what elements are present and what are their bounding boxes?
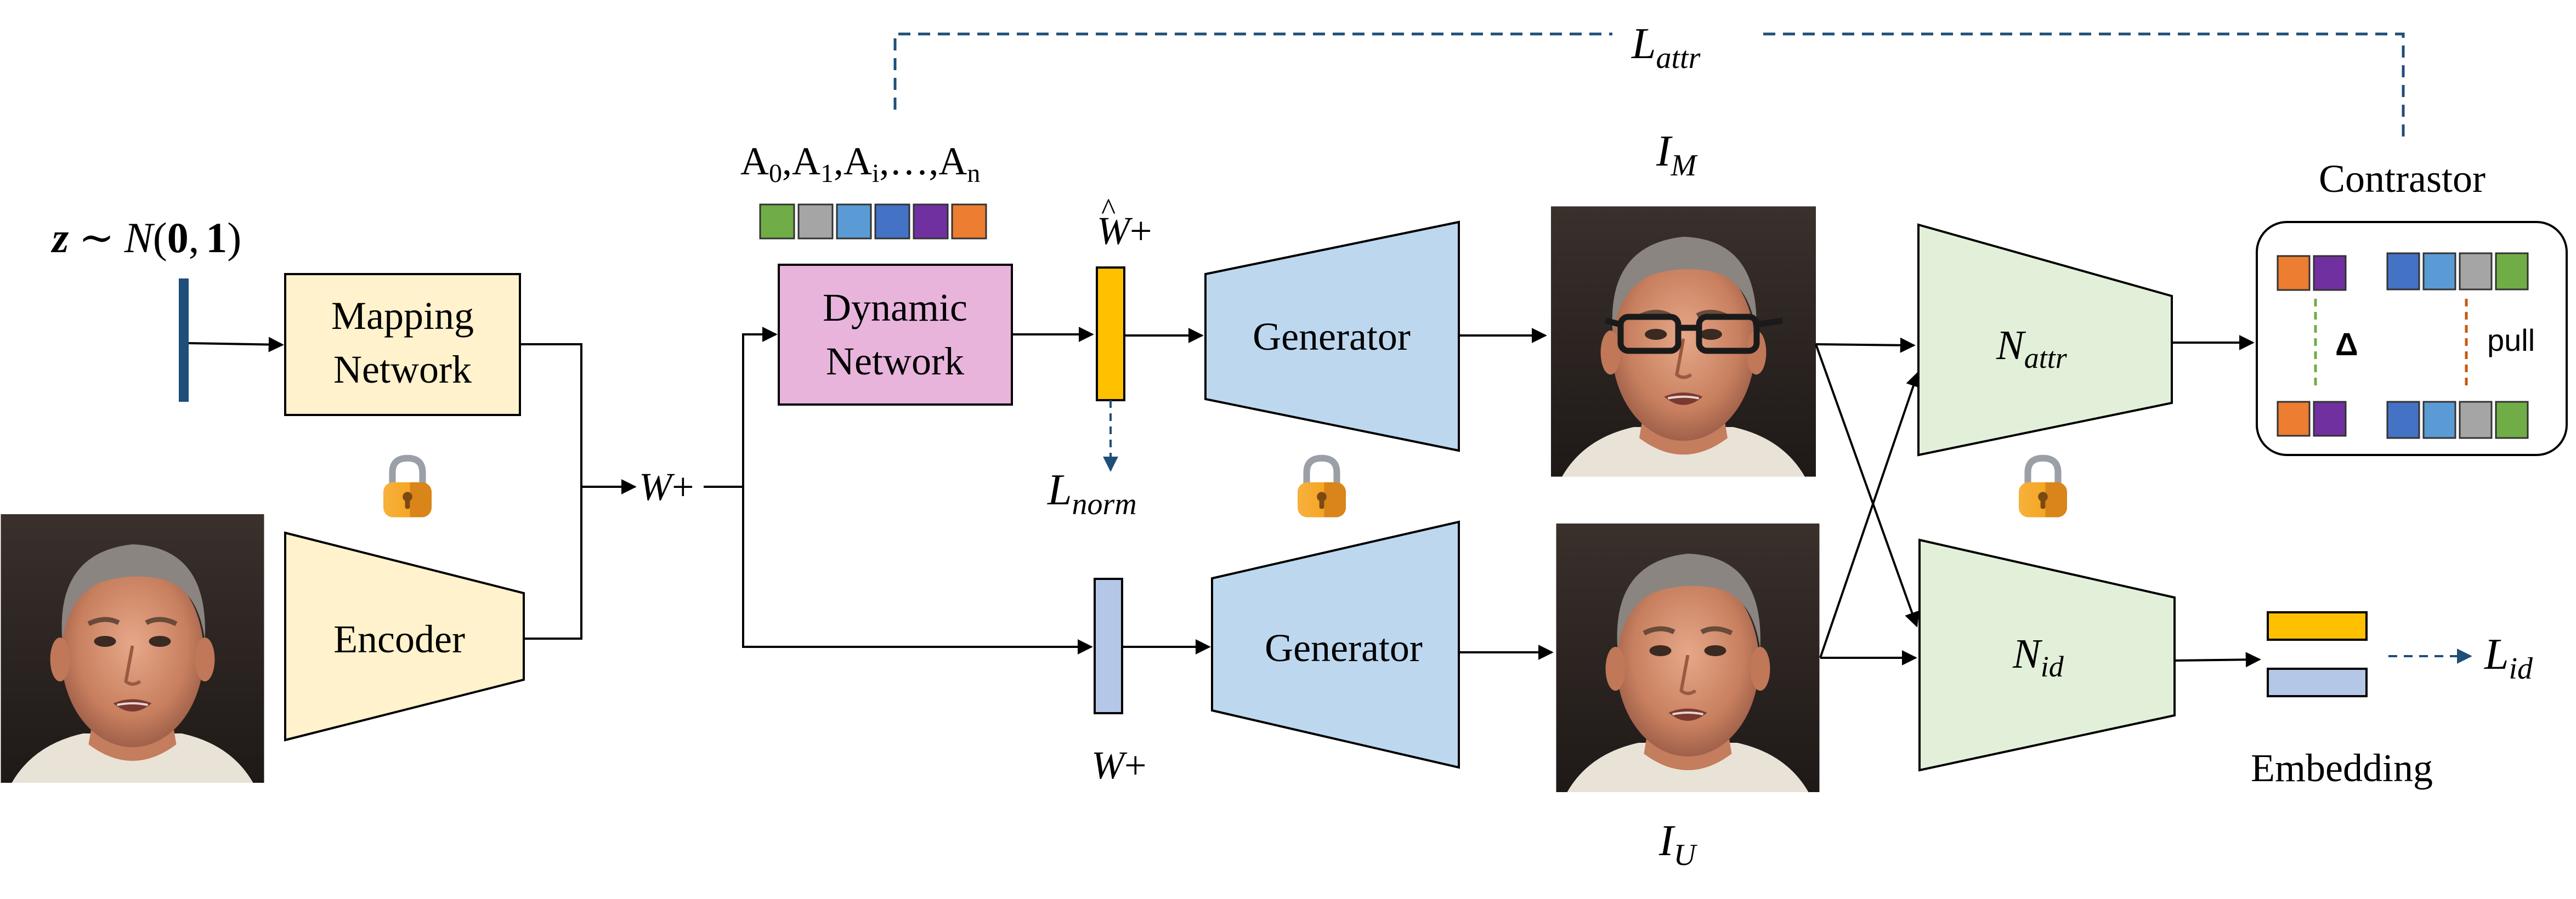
n-id-network: Nid bbox=[1918, 538, 2176, 772]
embedding-top-bar bbox=[2267, 611, 2368, 641]
loss-attr-bracket bbox=[893, 32, 2405, 143]
contrastor-swatch bbox=[2459, 252, 2493, 291]
w-plus-bottom-label: W+ bbox=[1091, 743, 1147, 787]
image-modified-label: IM bbox=[1656, 127, 1699, 183]
frozen-lock-icon bbox=[2019, 458, 2067, 517]
contrastor-delta: Δ bbox=[2335, 327, 2358, 362]
mapping-network: Mapping Network bbox=[284, 273, 521, 416]
w-hat-label: W+ bbox=[1097, 209, 1152, 253]
generator-bottom: Generator bbox=[1211, 520, 1460, 769]
embedding-bottom-bar bbox=[2267, 668, 2368, 697]
frozen-lock-icon bbox=[383, 458, 432, 517]
contrastor-swatch bbox=[2495, 252, 2529, 291]
attributes-label: A0,A1,Ai,…,An bbox=[740, 139, 980, 188]
modified-face-image bbox=[1551, 206, 1816, 476]
contrastor-swatch bbox=[2422, 252, 2456, 291]
n-attr-network: Nattr bbox=[1917, 223, 2173, 457]
dynamic-network: Dynamic Network bbox=[778, 264, 1013, 406]
loss-id-label: Lid bbox=[2484, 630, 2533, 686]
svg-text:Dynamic: Dynamic bbox=[823, 286, 967, 329]
attribute-swatch bbox=[759, 203, 795, 240]
latent-w-label: W+ bbox=[639, 465, 694, 509]
frozen-lock-icon bbox=[1298, 458, 1346, 517]
noise-vector-bar bbox=[179, 278, 189, 402]
noise-label: z∼N(0,1) bbox=[50, 214, 241, 261]
svg-text:Network: Network bbox=[333, 348, 472, 391]
contrastor-swatch bbox=[2313, 401, 2347, 437]
contrastor-swatch bbox=[2313, 255, 2347, 291]
contrastor-swatch bbox=[2386, 252, 2420, 291]
svg-text:Generator: Generator bbox=[1253, 315, 1411, 359]
loss-attr-label: Lattr bbox=[1631, 20, 1701, 75]
contrastor-left-bottom-swatches bbox=[2277, 401, 2347, 437]
contrastor-pull: pull bbox=[2487, 323, 2535, 357]
attribute-swatch bbox=[797, 203, 834, 240]
contrastor-swatch bbox=[2422, 401, 2456, 439]
contrastor-swatch bbox=[2277, 255, 2311, 291]
w-hat-bar bbox=[1096, 266, 1125, 401]
attribute-swatch bbox=[874, 203, 910, 240]
attribute-swatch bbox=[913, 203, 949, 240]
input-face-image bbox=[1, 514, 264, 783]
loss-norm-label: Lnorm bbox=[1047, 466, 1137, 521]
encoder: Encoder bbox=[284, 531, 525, 742]
attribute-swatches bbox=[759, 203, 987, 240]
svg-text:Encoder: Encoder bbox=[333, 617, 465, 661]
contrastor-right-bottom-swatches bbox=[2386, 401, 2529, 439]
contrastor-swatch bbox=[2386, 401, 2420, 439]
unmodified-face-image bbox=[1556, 524, 1820, 792]
svg-text:Nid: Nid bbox=[2012, 631, 2064, 683]
svg-text:Mapping: Mapping bbox=[331, 294, 474, 338]
w-hat-accent: ^ bbox=[1101, 192, 1116, 226]
contrastor-left-top-swatches bbox=[2277, 255, 2347, 291]
contrastor-swatch bbox=[2459, 401, 2493, 439]
image-unmodified-label: IU bbox=[1658, 817, 1698, 872]
svg-text:Generator: Generator bbox=[1265, 626, 1423, 670]
contrastor-swatch bbox=[2495, 401, 2529, 439]
contrastor-swatch bbox=[2277, 401, 2311, 437]
svg-text:Nattr: Nattr bbox=[1996, 322, 2068, 374]
attribute-swatch bbox=[836, 203, 872, 240]
contrastor-title: Contrastor bbox=[2319, 157, 2486, 201]
contrastor-right-top-swatches bbox=[2386, 252, 2529, 291]
w-plus-bar bbox=[1094, 578, 1123, 714]
attribute-swatch bbox=[951, 203, 987, 240]
embedding-label: Embedding bbox=[2251, 746, 2433, 790]
generator-top: Generator bbox=[1204, 220, 1460, 452]
svg-text:Network: Network bbox=[826, 339, 964, 383]
